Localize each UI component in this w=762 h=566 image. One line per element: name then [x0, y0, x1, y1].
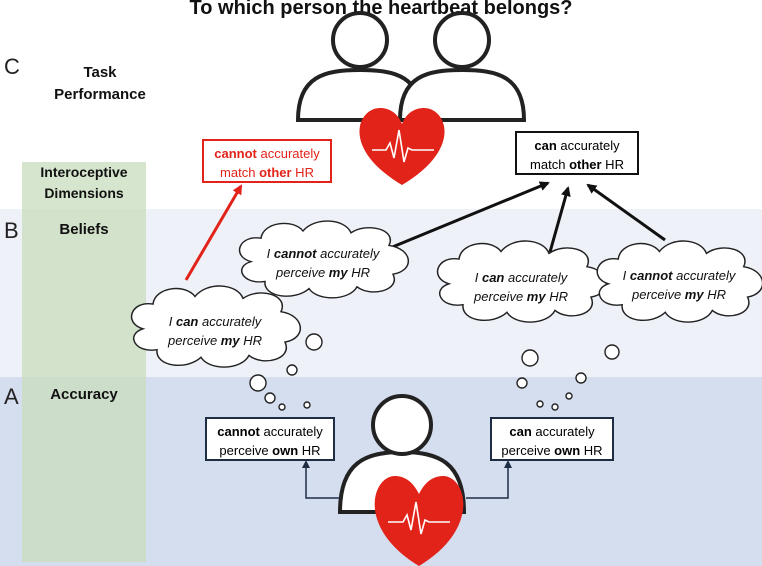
arrow-far-right-cloud-to-can-match — [586, 183, 666, 242]
my-word: my — [526, 289, 546, 304]
level-letter-a: A — [4, 384, 19, 409]
person-icon-left — [295, 11, 425, 122]
interoceptive-dimensions-label: Interoceptive Dimensions — [22, 162, 146, 204]
my-word: my — [220, 333, 240, 348]
accurately-word: accurately — [672, 268, 736, 283]
hr-word: HR — [703, 287, 726, 302]
can-match-other-box: can accurately match other HR — [515, 131, 639, 175]
person-icon-right — [397, 11, 527, 122]
can-word: can — [534, 138, 557, 153]
arrow-to-can-perceive — [466, 460, 512, 499]
heart-icon-top — [359, 108, 445, 185]
other-word: other — [569, 157, 602, 172]
perceive-word: perceive — [501, 443, 555, 458]
my-word: my — [684, 287, 704, 302]
hr-word: HR — [601, 157, 624, 172]
cannot-word: cannot — [214, 146, 257, 161]
level-letter-b: B — [4, 218, 19, 243]
accurately-word: accurately — [556, 138, 620, 153]
can-perceive-own-box: can accurately perceive own HR — [490, 417, 614, 461]
red-arrow-to-cannot-match — [184, 184, 243, 281]
beliefs-label: Beliefs — [59, 221, 109, 238]
cannot-word: cannot — [217, 424, 260, 439]
perceive-word: perceive — [168, 333, 221, 348]
can-word: can — [481, 270, 505, 285]
match-word: match — [220, 165, 260, 180]
accuracy-label: Accuracy — [50, 386, 118, 403]
accurately-word: accurately — [531, 424, 595, 439]
can-word: can — [509, 424, 532, 439]
accurately-word: accurately — [504, 270, 568, 285]
perceive-word: perceive — [276, 265, 329, 280]
i-word: I — [266, 246, 274, 261]
hr-word: HR — [347, 265, 370, 280]
cloud-text-far-right: I cannot accurately perceive my HR — [612, 266, 746, 304]
task-label-line2: Performance — [54, 86, 146, 103]
thought-bubbles-left — [249, 333, 323, 411]
accurately-word: accurately — [259, 424, 323, 439]
level-letter-c: C — [4, 54, 20, 79]
arrow-mid-cloud-to-can-match — [389, 181, 550, 250]
interoceptive-dimensions-column — [22, 162, 146, 562]
cloud-text-mid: I cannot accurately perceive my HR — [256, 244, 390, 282]
cannot-perceive-own-box: cannot accurately perceive own HR — [205, 417, 335, 461]
hr-word: HR — [545, 289, 568, 304]
perceive-word: perceive — [474, 289, 527, 304]
perceive-word: perceive — [632, 287, 685, 302]
task-label-line1: Task — [83, 64, 117, 81]
accurately-word: accurately — [198, 314, 262, 329]
cannot-word: cannot — [273, 246, 317, 261]
other-word: other — [259, 165, 292, 180]
own-word: own — [554, 443, 581, 458]
arrow-right-cloud-to-can-match — [548, 186, 571, 253]
hr-word: HR — [291, 165, 314, 180]
i-word: I — [474, 270, 482, 285]
cloud-text-right: I can accurately perceive my HR — [457, 268, 585, 306]
heart-icon-bottom — [374, 476, 464, 566]
hr-word: HR — [298, 443, 321, 458]
own-word: own — [272, 443, 299, 458]
cloud-text-left: I can accurately perceive my HR — [153, 312, 277, 350]
my-word: my — [328, 265, 348, 280]
hr-word: HR — [580, 443, 603, 458]
dimensions-line2: Dimensions — [44, 185, 124, 201]
arrow-to-cannot-perceive — [302, 460, 340, 499]
can-word: can — [175, 314, 199, 329]
i-word: I — [622, 268, 630, 283]
thought-bubbles-right — [516, 344, 620, 411]
match-word: match — [530, 157, 570, 172]
accurately-word: accurately — [316, 246, 380, 261]
i-word: I — [168, 314, 176, 329]
task-performance-label: Task Performance — [40, 62, 160, 106]
accurately-word: accurately — [256, 146, 320, 161]
dimensions-line1: Interoceptive — [40, 164, 128, 180]
perceive-word: perceive — [219, 443, 273, 458]
hr-word: HR — [239, 333, 262, 348]
cannot-word: cannot — [629, 268, 673, 283]
cannot-match-other-box: cannot accurately match other HR — [202, 139, 332, 183]
diagram-title: To which person the heartbeat belongs? — [189, 0, 573, 19]
